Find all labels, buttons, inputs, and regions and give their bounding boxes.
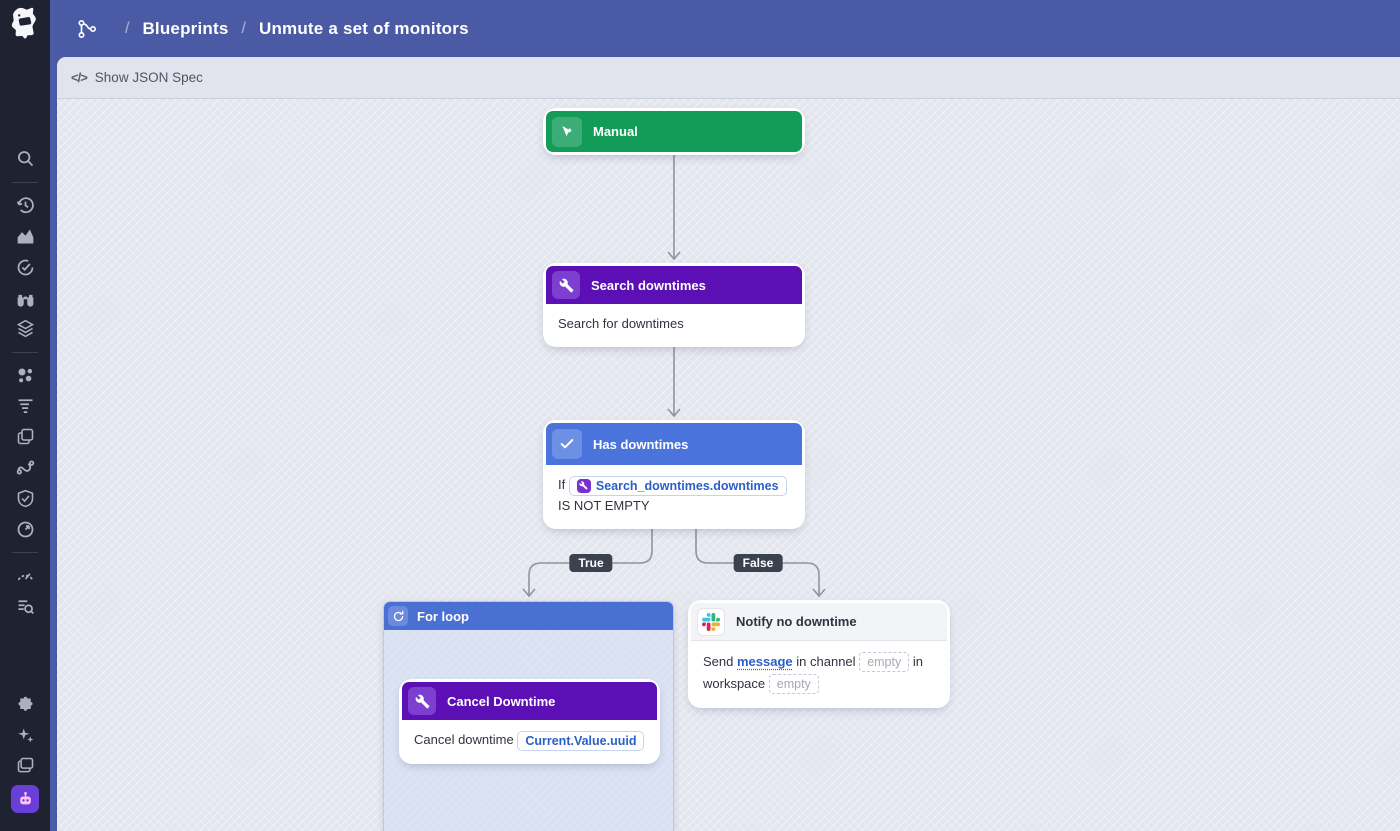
log-explorer-icon[interactable]	[13, 594, 37, 618]
message-link[interactable]: message	[737, 654, 793, 669]
traces-icon[interactable]	[13, 393, 37, 417]
cancel-prefix: Cancel downtime	[414, 732, 514, 747]
search-icon[interactable]	[13, 146, 37, 170]
node-title: Notify no downtime	[736, 614, 857, 629]
pipelines-icon[interactable]	[13, 455, 37, 479]
workflow-automation-icon[interactable]	[11, 785, 39, 813]
node-manual-trigger[interactable]: Manual	[546, 111, 802, 152]
wrench-icon	[552, 271, 580, 299]
node-notify-no-downtime[interactable]: Notify no downtime Send message in chann…	[691, 603, 947, 705]
notify-body: Send message in channel empty in workspa…	[691, 641, 947, 705]
content-panel: </> Show JSON Spec True False Manual	[57, 57, 1400, 831]
variable-chip[interactable]: Search_downtimes.downtimes	[568, 475, 787, 496]
variable-chip-label: Current.Value.uuid	[525, 733, 637, 748]
branch-label-true: True	[569, 554, 613, 572]
check-icon	[552, 429, 582, 459]
condition-text: If Search_downtimes.downtimes IS NOT EMP…	[546, 465, 802, 526]
json-spec-toolbar: </> Show JSON Spec	[57, 57, 1400, 99]
ai-sparkles-icon[interactable]	[13, 723, 37, 747]
synthetics-icon[interactable]	[13, 517, 37, 541]
workflow-canvas[interactable]: True False Manual Search downtimes Searc…	[57, 99, 1400, 831]
node-cancel-downtime[interactable]: Cancel Downtime Cancel downtime Current.…	[402, 682, 657, 761]
services-icon[interactable]	[13, 363, 37, 387]
node-title: Has downtimes	[593, 436, 689, 452]
code-icon: </>	[71, 70, 88, 85]
notify-send-text: Send	[703, 654, 734, 669]
variable-chip[interactable]: Current.Value.uuid	[517, 730, 645, 751]
show-json-spec-button[interactable]: Show JSON Spec	[94, 70, 203, 85]
notify-in-text: in	[912, 654, 923, 669]
breadcrumb-blueprints[interactable]: Blueprints	[142, 18, 229, 38]
datadog-logo[interactable]	[5, 4, 45, 44]
rail-divider	[12, 352, 38, 353]
page-title: Unmute a set of monitors	[258, 18, 469, 38]
empty-workspace-chip[interactable]: empty	[768, 674, 819, 694]
cursor-click-icon	[552, 116, 582, 147]
session-replay-icon[interactable]	[13, 753, 37, 777]
slack-icon	[697, 607, 725, 636]
loop-icon	[388, 606, 408, 626]
wrench-icon	[408, 687, 436, 715]
condition-suffix: IS NOT EMPTY	[558, 497, 650, 513]
processes-icon[interactable]	[13, 316, 37, 340]
node-for-loop[interactable]: For loop Cancel Downtime Cancel downtime…	[383, 601, 674, 831]
node-title: For loop	[417, 608, 469, 624]
node-title: Search downtimes	[591, 277, 706, 293]
node-has-downtimes[interactable]: Has downtimes If Search_downtimes.downti…	[546, 423, 802, 526]
action-mini-icon	[576, 478, 591, 493]
node-search-downtimes[interactable]: Search downtimes Search for downtimes	[546, 266, 802, 344]
notify-workspace-text: workspace	[703, 676, 766, 691]
node-description: Search for downtimes	[546, 304, 802, 344]
top-header: / Blueprints / Unmute a set of monitors	[50, 0, 1400, 57]
monitors-icon[interactable]	[13, 255, 37, 279]
metrics-icon[interactable]	[13, 224, 37, 248]
watchdog-icon[interactable]	[13, 285, 37, 309]
history-icon[interactable]	[13, 193, 37, 217]
left-nav-rail	[0, 0, 50, 831]
variable-chip-label: Search_downtimes.downtimes	[595, 478, 779, 493]
empty-channel-chip[interactable]: empty	[859, 652, 910, 672]
gauge-icon[interactable]	[13, 563, 37, 587]
condition-prefix: If	[558, 477, 566, 492]
branch-label-false: False	[733, 554, 783, 572]
dashboards-icon[interactable]	[13, 424, 37, 448]
node-title: Cancel Downtime	[447, 693, 556, 709]
cancel-body: Cancel downtime Current.Value.uuid	[402, 720, 657, 761]
workflow-branch-icon	[78, 19, 96, 38]
rail-divider	[12, 552, 38, 553]
security-icon[interactable]	[13, 486, 37, 510]
node-title: Manual	[593, 124, 638, 139]
rail-divider	[12, 182, 38, 183]
breadcrumb-separator: /	[125, 19, 130, 37]
integrations-icon[interactable]	[13, 693, 37, 717]
breadcrumb-separator: /	[241, 19, 246, 37]
notify-in-channel-text: in channel	[796, 654, 856, 669]
